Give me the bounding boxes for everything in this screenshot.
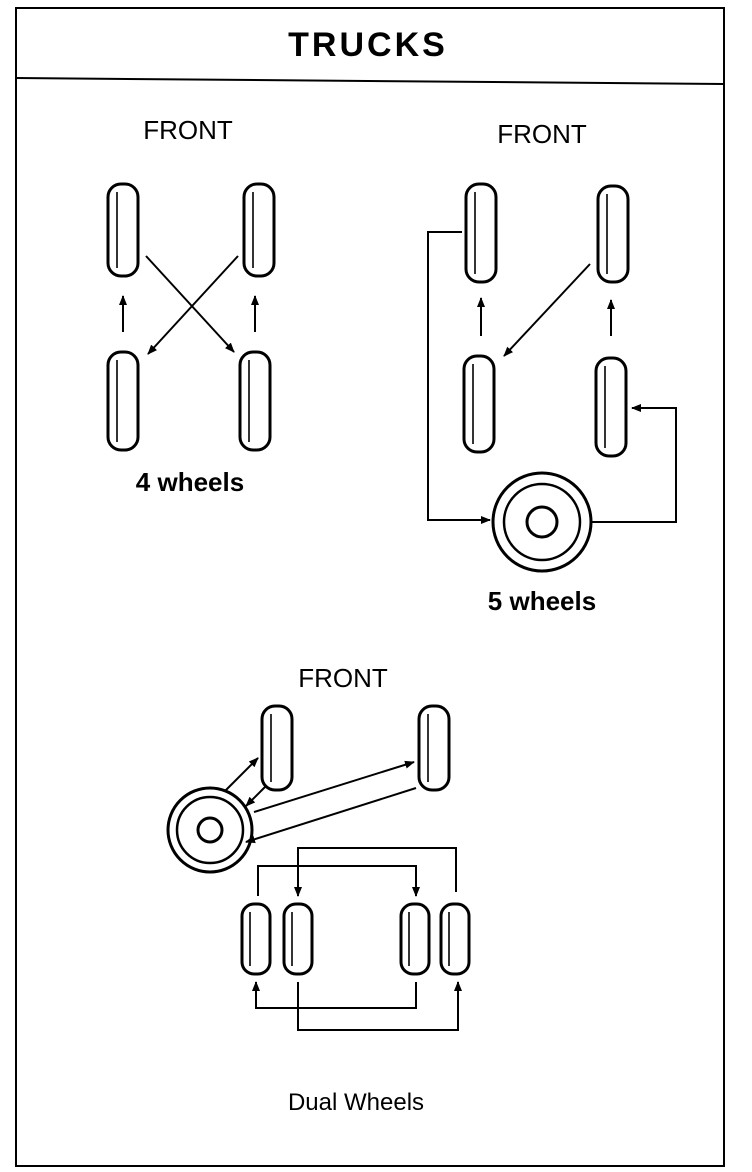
dual-rear-left-inner-tire [282, 902, 314, 976]
page-title: TRUCKS [288, 26, 448, 64]
tire-rear-left [106, 350, 140, 452]
dual-rear-right-inner-tire [399, 902, 431, 976]
four-wheels-caption: 4 wheels [136, 467, 244, 497]
title-divider [15, 77, 725, 85]
rotation-arrow-rear-left-outer-to-right-inner [257, 865, 420, 897]
tire-front-right [242, 182, 276, 278]
tire-front-left [464, 182, 498, 284]
tire-front-left [106, 182, 140, 278]
dual-wheels-front-label: FRONT [298, 663, 388, 693]
rotation-arrow-rear-right-inner-to-left-outer [252, 981, 417, 1009]
dual-rear-left-outer-tire [240, 902, 272, 976]
rotation-arrow-front-left-to-spare [245, 785, 267, 807]
tire-front-left [260, 704, 294, 792]
five-wheels-caption: 5 wheels [488, 586, 596, 616]
four-wheels-front-label: FRONT [143, 115, 233, 145]
rotation-arrow-front-right-to-spare [245, 787, 417, 844]
five-wheels-front-label: FRONT [497, 119, 587, 149]
rotation-arrow-front-right-to-rear-left [147, 255, 239, 355]
rotation-arrow-rear-right-outer-to-left-inner [294, 847, 457, 897]
rotation-arrow-spare-to-rear-right [592, 404, 677, 523]
tire-rear-right [594, 356, 628, 458]
spare-tire [491, 471, 593, 573]
tire-front-right [596, 184, 630, 284]
rotation-arrow-front-left-to-rear-right [145, 255, 235, 353]
five-wheels-panel: FRONT 5 wheels [427, 119, 677, 616]
dual-rear-right-outer-tire [439, 902, 471, 976]
dual-wheels-panel: FRONT [166, 663, 471, 1116]
outer-frame [15, 7, 725, 1167]
rotation-arrow-spare-to-front-right [253, 760, 415, 813]
tire-rear-right [238, 350, 272, 452]
rotation-arrow-spare-to-front-left [225, 757, 259, 791]
tire-rear-left [462, 354, 496, 454]
tire-front-right [417, 704, 451, 792]
spare-tire [166, 786, 254, 874]
four-wheels-panel: FRONT 4 wheels [106, 115, 276, 497]
dual-wheels-caption: Dual Wheels [288, 1089, 424, 1116]
rotation-arrow-front-left-to-spare [427, 231, 491, 524]
rotation-arrow-front-right-to-rear-left [503, 263, 591, 357]
rotation-arrow-rear-left-inner-to-right-outer [297, 981, 462, 1031]
